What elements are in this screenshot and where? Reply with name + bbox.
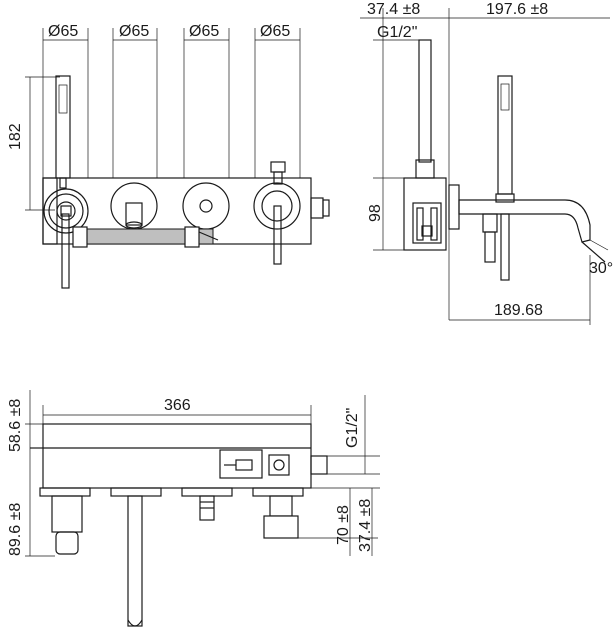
top-depth-70-label: 70 ±8 [335, 505, 352, 545]
dia-label-3: Ø65 [189, 23, 219, 40]
top-depth-58-label: 58.6 ±8 [7, 399, 24, 452]
height-182-label: 182 [7, 123, 24, 150]
front-disc-1 [43, 188, 89, 234]
side-wall-plate [448, 184, 460, 230]
side-height-98-label: 98 [367, 204, 384, 222]
side-hand-shower [497, 75, 513, 195]
side-thread-label: G1/2" [377, 24, 417, 41]
top-mixer [269, 495, 293, 517]
top-width-label: 366 [164, 397, 191, 414]
front-right-connector [310, 197, 324, 219]
side-offset-label: 37.4 ±8 [367, 1, 420, 18]
height-182-dim [25, 76, 60, 211]
top-body [42, 423, 312, 489]
dia-label-1: Ø65 [48, 23, 78, 40]
side-bottom-width-label: 189.68 [494, 302, 543, 319]
side-depth-label: 197.6 ±8 [486, 1, 548, 18]
side-vertical-pipe [418, 39, 432, 163]
top-depth-89-label: 89.6 ±8 [7, 503, 24, 556]
top-depth-37-label: 37.4 ±8 [357, 499, 374, 552]
top-thread-label: G1/2" [344, 408, 361, 448]
hose-down [61, 213, 70, 289]
side-angle-label: 30° [589, 260, 613, 277]
top-spout [127, 495, 143, 627]
front-disc-3 [182, 182, 230, 230]
front-view: Ø65 Ø65 Ø65 Ø65 182 [7, 23, 330, 289]
top-holder [51, 495, 83, 533]
side-view: 37.4 ±8 197.6 ±8 G1/2" 98 30° [360, 1, 613, 325]
front-dia-dims [42, 28, 301, 178]
dia-label-4: Ø65 [260, 23, 290, 40]
lever [273, 205, 282, 265]
top-inlet [310, 455, 328, 475]
dia-label-2: Ø65 [119, 23, 149, 40]
side-box [403, 177, 447, 251]
hand-shower [55, 75, 71, 179]
side-lever [500, 213, 510, 281]
top-view: 366 58.6 ±8 89.6 ±8 G1/2" [7, 390, 380, 627]
side-spout [458, 199, 591, 243]
